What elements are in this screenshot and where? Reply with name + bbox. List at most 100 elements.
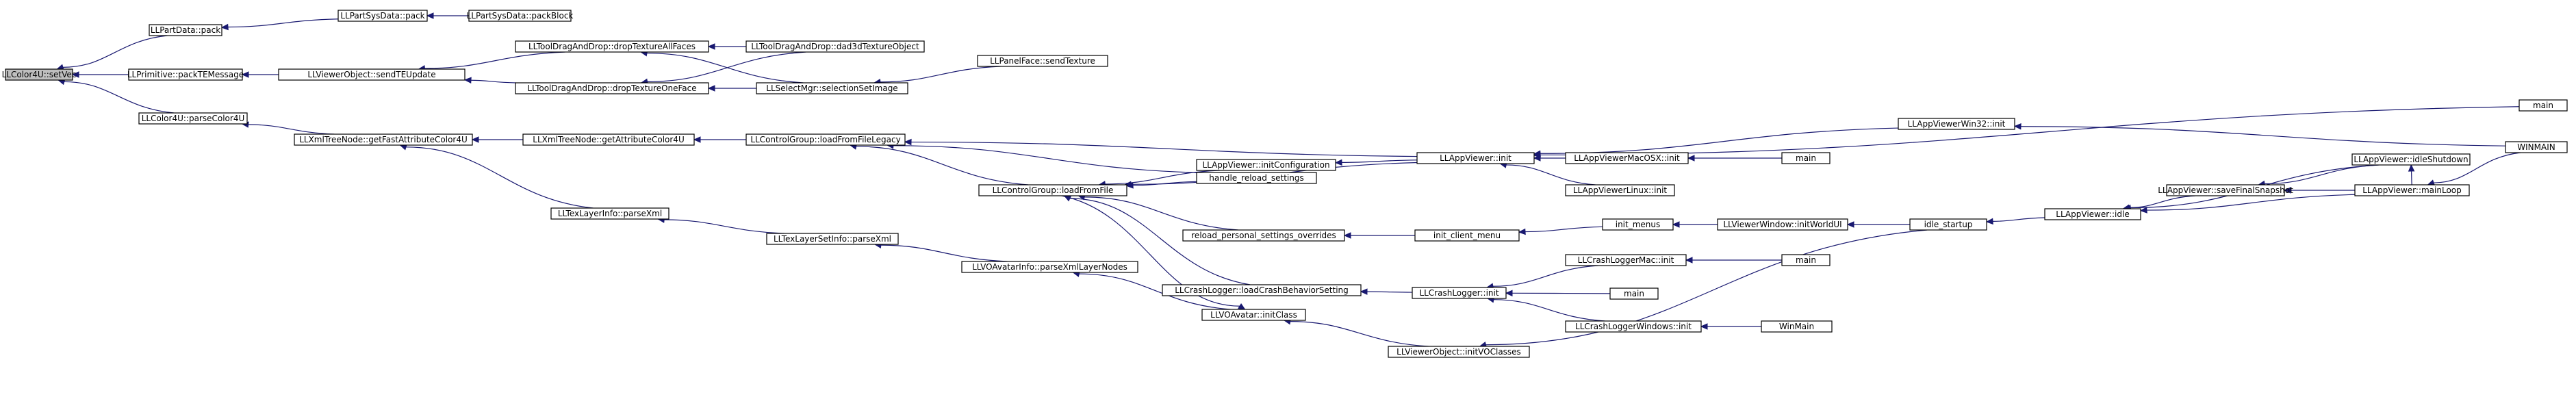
node-label: LLTexLayerInfo::parseXml bbox=[558, 209, 662, 218]
node-box bbox=[2354, 184, 2470, 196]
caller-function-node[interactable]: LLPanelFace::sendTexture bbox=[977, 55, 1108, 67]
node-label: idle_startup bbox=[1924, 220, 1973, 229]
caller-function-node[interactable]: init_menus bbox=[1602, 218, 1674, 231]
caller-function-node[interactable]: LLToolDragAndDrop::dropTextureOneFace bbox=[515, 82, 709, 94]
call-edge-n3-to-n2 bbox=[426, 12, 469, 19]
edge-line bbox=[406, 146, 594, 209]
edge-line bbox=[1290, 320, 1429, 347]
node-label: LLAppViewer::idle bbox=[2056, 209, 2129, 219]
call-edge-n33-to-n30 bbox=[2139, 194, 2356, 214]
node-box bbox=[745, 133, 906, 146]
call-edge-n15-to-n14 bbox=[886, 142, 1197, 173]
call-edge-n24-to-n19 bbox=[2013, 123, 2506, 146]
edge-arrowhead bbox=[2283, 187, 2291, 194]
edge-line bbox=[2265, 164, 2378, 185]
node-box bbox=[2351, 153, 2471, 166]
caller-function-node[interactable]: main bbox=[1609, 287, 1659, 300]
edge-line bbox=[1525, 226, 1603, 233]
caller-function-node[interactable]: LLViewerWindow::initWorldUI bbox=[1717, 218, 1848, 231]
caller-function-node[interactable]: LLViewerObject::sendTEUpdate bbox=[278, 68, 466, 81]
edge-line bbox=[424, 51, 565, 69]
caller-function-node[interactable]: LLAppViewerMacOSX::init bbox=[1565, 152, 1689, 164]
edge-arrowhead bbox=[1360, 288, 1368, 295]
caller-function-node[interactable]: LLAppViewerLinux::init bbox=[1565, 184, 1675, 196]
caller-function-node[interactable]: LLVOAvatarInfo::parseXmlLayerNodes bbox=[961, 261, 1138, 273]
caller-function-node[interactable]: WinMain bbox=[1761, 320, 1833, 333]
edge-line bbox=[880, 244, 1008, 262]
caller-function-node[interactable]: WINMAIN bbox=[2505, 141, 2568, 153]
caller-function-node[interactable]: LLAppViewer::init bbox=[1416, 152, 1535, 164]
edge-line bbox=[227, 18, 339, 28]
caller-function-node[interactable]: reload_personal_settings_overrides bbox=[1182, 229, 1345, 242]
caller-function-node[interactable]: LLCrashLoggerMac::init bbox=[1565, 254, 1687, 266]
node-box bbox=[1565, 184, 1675, 196]
edge-arrowhead bbox=[241, 71, 249, 78]
node-label: LLControlGroup::loadFromFileLegacy bbox=[750, 135, 900, 144]
caller-function-node[interactable]: LLControlGroup::loadFromFile bbox=[978, 184, 1127, 196]
caller-function-node[interactable]: LLTexLayerInfo::parseXml bbox=[550, 207, 669, 220]
caller-function-node[interactable]: LLPartData::pack bbox=[149, 24, 222, 36]
caller-function-node[interactable]: LLSelectMgr::selectionSetImage bbox=[756, 82, 908, 94]
caller-function-node[interactable]: idle_startup bbox=[1909, 218, 1987, 231]
caller-function-node[interactable]: main bbox=[1781, 152, 1831, 164]
caller-function-node[interactable]: init_client_menu bbox=[1414, 229, 1520, 242]
caller-function-node[interactable]: LLToolDragAndDrop::dad3dTextureObject bbox=[745, 40, 925, 53]
node-label: LLVOAvatar::initClass bbox=[1210, 310, 1297, 320]
caller-function-node[interactable]: LLTexLayerSetInfo::parseXml bbox=[766, 233, 899, 245]
node-label: LLControlGroup::loadFromFile bbox=[993, 185, 1114, 195]
caller-function-node[interactable]: LLCrashLogger::init bbox=[1412, 287, 1507, 299]
call-edge-n13-to-n12 bbox=[471, 136, 523, 143]
caller-function-node[interactable]: LLControlGroup::loadFromFileLegacy bbox=[745, 133, 906, 146]
edge-line bbox=[647, 51, 806, 82]
caller-function-node[interactable]: LLCrashLoggerWindows::init bbox=[1565, 320, 1702, 333]
edge-arrowhead bbox=[1238, 303, 1246, 310]
node-label: WinMain bbox=[1779, 322, 1814, 331]
caller-function-node[interactable]: handle_reload_settings bbox=[1196, 172, 1317, 184]
caller-function-node[interactable]: LLPartSysData::pack bbox=[337, 10, 428, 22]
node-box bbox=[2518, 99, 2568, 112]
caller-function-node[interactable]: LLCrashLogger::loadCrashBehaviorSetting bbox=[1162, 284, 1362, 296]
caller-function-node[interactable]: LLColor4U::parseColor4U bbox=[138, 112, 248, 125]
node-label: init_client_menu bbox=[1433, 231, 1501, 240]
caller-function-node[interactable]: LLAppViewer::idle bbox=[2044, 208, 2141, 220]
caller-function-node[interactable]: LLXmlTreeNode::getAttributeColor4U bbox=[522, 133, 695, 146]
caller-function-node[interactable]: LLToolDragAndDrop::dropTextureAllFaces bbox=[515, 40, 709, 53]
node-box bbox=[756, 82, 908, 94]
node-label: LLAppViewer::initConfiguration bbox=[1202, 160, 1329, 170]
edge-arrowhead bbox=[1700, 323, 1708, 330]
node-label: main bbox=[2533, 101, 2553, 110]
caller-function-node[interactable]: LLPartSysData::packBlock bbox=[467, 10, 574, 22]
node-box bbox=[1717, 218, 1848, 231]
caller-function-node[interactable]: LLPrimitive::packTEMessage bbox=[127, 68, 244, 81]
edge-arrowhead bbox=[471, 136, 479, 143]
caller-function-node[interactable]: main bbox=[1781, 254, 1831, 266]
node-box bbox=[468, 10, 572, 22]
caller-function-node[interactable]: LLAppViewer::initConfiguration bbox=[1196, 159, 1336, 171]
node-label: LLViewerObject::sendTEUpdate bbox=[307, 70, 435, 79]
caller-function-node[interactable]: main bbox=[2518, 99, 2568, 112]
node-label: LLAppViewerWin32::init bbox=[1908, 119, 2006, 129]
caller-function-node[interactable]: LLVOAvatar::initClass bbox=[1201, 309, 1306, 321]
node-label: LLCrashLogger::init bbox=[1419, 288, 1499, 298]
caller-function-node[interactable]: LLAppViewer::saveFinalSnapshot bbox=[2158, 184, 2293, 196]
node-box bbox=[766, 233, 899, 245]
root-function-node[interactable]: LLColor4U::setVec bbox=[2, 68, 77, 81]
edge-arrowhead bbox=[463, 77, 472, 84]
node-label: main bbox=[1796, 153, 1816, 163]
caller-function-node[interactable]: LLAppViewer::mainLoop bbox=[2354, 184, 2470, 196]
caller-function-node[interactable]: LLAppViewerWin32::init bbox=[1898, 118, 2015, 130]
node-label: LLCrashLogger::loadCrashBehaviorSetting bbox=[1175, 285, 1349, 295]
call-edge-n43-to-n42 bbox=[873, 242, 1008, 262]
node-box bbox=[961, 261, 1138, 273]
edge-arrowhead bbox=[220, 23, 229, 31]
caller-function-node[interactable]: LLViewerObject::initVOClasses bbox=[1388, 346, 1530, 358]
edge-arrowhead bbox=[1985, 218, 1993, 225]
caller-function-node[interactable]: LLAppViewer::idleShutdown bbox=[2351, 153, 2471, 166]
edge-line bbox=[2434, 152, 2521, 183]
call-edge-n14-to-n13 bbox=[693, 136, 746, 143]
node-box bbox=[1182, 229, 1345, 242]
edge-line bbox=[1540, 127, 1899, 154]
call-edge-n1-to-n0 bbox=[56, 35, 168, 71]
caller-function-node[interactable]: LLXmlTreeNode::getFastAttributeColor4U bbox=[294, 133, 473, 146]
